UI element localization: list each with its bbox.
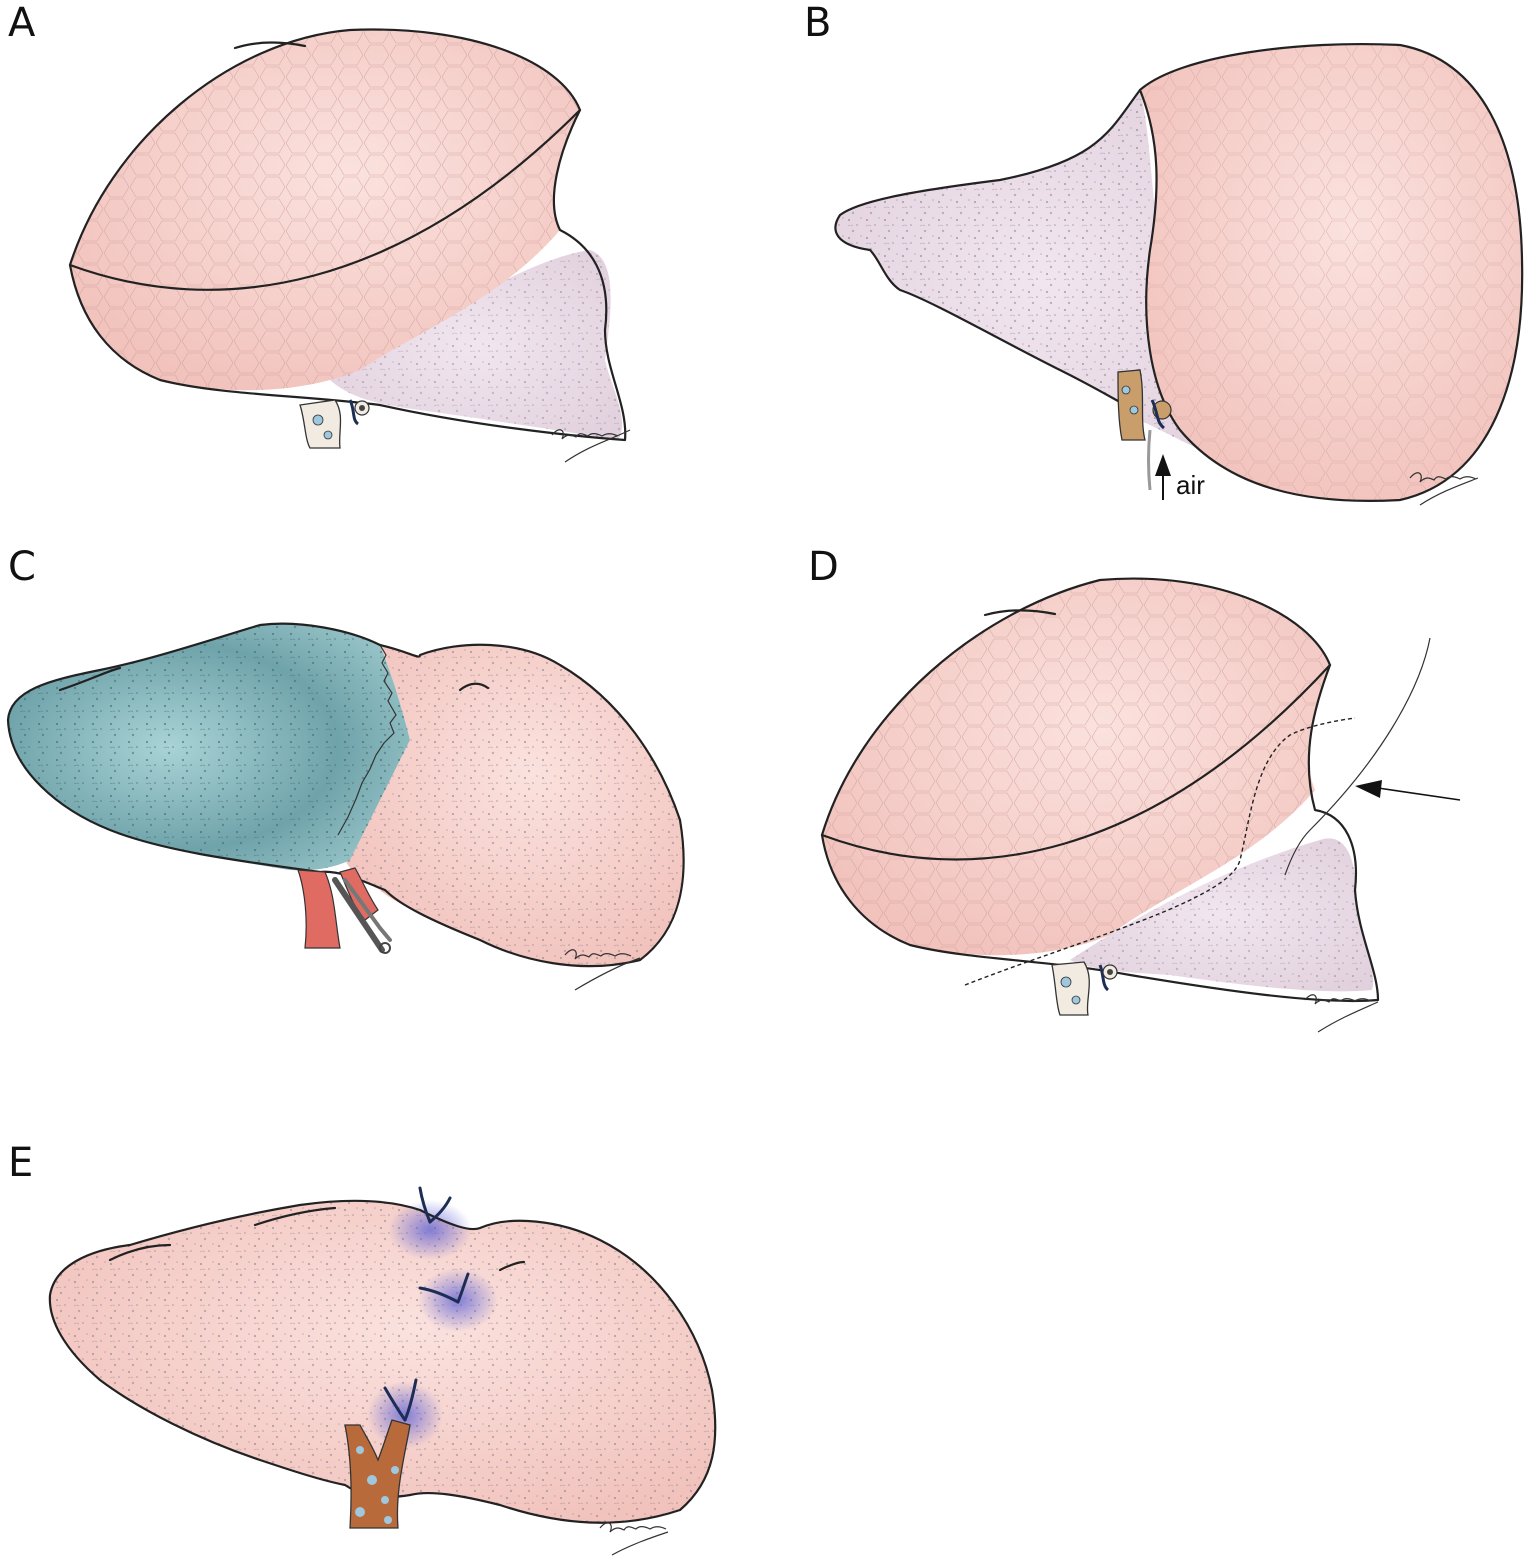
panel-d: D — [808, 544, 1461, 1033]
demarcation-line-c — [337, 644, 397, 836]
air-arrow — [1155, 454, 1171, 500]
hilum-bronchus-b — [1117, 369, 1172, 491]
suture-2 — [418, 1272, 470, 1304]
artist-signature-d — [1304, 994, 1379, 1033]
hilum-vessels-c — [297, 867, 379, 949]
panel-label-e: E — [8, 1140, 33, 1186]
hilum-bronchus-e — [344, 1419, 411, 1529]
panel-b: B air — [804, 0, 1524, 506]
surgical-clamp-icon — [332, 877, 392, 954]
air-label: air — [1176, 470, 1205, 500]
artist-signature-c — [564, 949, 641, 991]
pointer-arrow-d — [1355, 780, 1461, 801]
panel-c: C — [6, 544, 685, 991]
panel-e: E — [8, 1140, 717, 1556]
panel-a: A — [8, 0, 631, 463]
artist-signature-b — [1409, 472, 1479, 506]
panel-label-a: A — [8, 0, 36, 46]
hilum-bronchus-d — [1051, 961, 1118, 1016]
panel-label-b: B — [804, 0, 831, 46]
panel-label-d: D — [808, 544, 839, 590]
hilum-bronchus-a — [299, 399, 370, 449]
resection-line-d — [964, 717, 1356, 986]
artist-signature-e — [599, 1522, 669, 1556]
artist-signature-a — [551, 429, 631, 463]
suture-3 — [383, 1378, 418, 1422]
panel-label-c: C — [8, 544, 36, 590]
suture-1 — [418, 1186, 452, 1224]
